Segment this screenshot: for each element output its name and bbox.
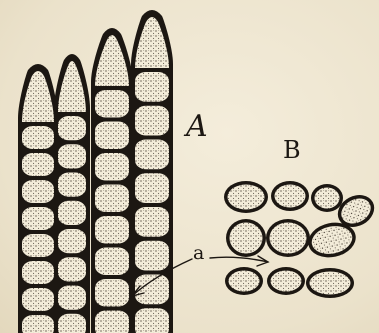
cell-stipple bbox=[275, 185, 306, 208]
filament-cell-stipple bbox=[22, 180, 54, 203]
panel-a-label: A bbox=[186, 112, 208, 142]
filament-cell-stipple bbox=[22, 153, 54, 176]
filament-cell-stipple bbox=[22, 288, 54, 311]
filament-cell-stipple bbox=[135, 308, 169, 333]
filament-cell-stipple bbox=[58, 286, 86, 310]
cell-stipple bbox=[228, 185, 265, 210]
panel-b-label: B bbox=[283, 138, 301, 162]
filament-cell-stipple bbox=[95, 279, 129, 307]
filament-cell-stipple bbox=[135, 241, 169, 271]
cluster-row bbox=[226, 218, 359, 261]
filament bbox=[18, 64, 58, 333]
filament-cell-stipple bbox=[58, 201, 86, 225]
cluster-cell bbox=[224, 181, 268, 213]
pointer-label: a bbox=[193, 244, 204, 263]
filament bbox=[131, 10, 173, 333]
filament-cell-stipple bbox=[58, 116, 86, 140]
filament-cell-stipple bbox=[22, 315, 54, 333]
filament-cell-stipple bbox=[22, 207, 54, 230]
filament-cell-stipple bbox=[95, 185, 129, 213]
filament-cell-stipple bbox=[95, 153, 129, 181]
cluster-row bbox=[225, 267, 354, 298]
cell-stipple bbox=[310, 272, 351, 295]
filament-cell-stipple bbox=[135, 207, 169, 237]
filament-cell-stipple bbox=[58, 144, 86, 168]
filament-cell-stipple bbox=[22, 234, 54, 257]
filament-cell-stipple bbox=[58, 314, 86, 333]
cluster-cell bbox=[306, 268, 354, 298]
filament-cell-stipple bbox=[58, 257, 86, 281]
cell-stipple bbox=[270, 223, 307, 254]
cell-stipple bbox=[271, 271, 302, 292]
filament-cell-stipple bbox=[95, 311, 129, 333]
cluster-cell bbox=[266, 219, 310, 257]
cell-stipple bbox=[229, 271, 260, 292]
filament-cell-stipple bbox=[135, 72, 169, 102]
pointer-arrow-right bbox=[210, 257, 268, 262]
cell-stipple bbox=[230, 223, 263, 254]
filament-cell-stipple bbox=[135, 140, 169, 170]
panel-b-cell-cluster bbox=[224, 181, 379, 298]
filament-cell-stipple bbox=[22, 261, 54, 284]
filament bbox=[91, 28, 133, 333]
filament bbox=[54, 54, 90, 333]
cell-stipple bbox=[315, 188, 340, 209]
filament-cell-stipple bbox=[95, 248, 129, 276]
cluster-cell bbox=[311, 184, 343, 212]
cluster-cell bbox=[271, 181, 309, 211]
filament-cell-stipple bbox=[95, 90, 129, 118]
filament-cell-stipple bbox=[135, 173, 169, 203]
panel-a-filaments bbox=[18, 10, 173, 333]
cluster-cell bbox=[226, 219, 266, 257]
filament-cell-stipple bbox=[58, 173, 86, 197]
filament-cell-stipple bbox=[95, 216, 129, 244]
filament-cell-stipple bbox=[58, 229, 86, 253]
cluster-cell bbox=[225, 267, 263, 295]
filament-cell-stipple bbox=[135, 106, 169, 136]
filament-cell-stipple bbox=[22, 126, 54, 149]
filament-cell-stipple bbox=[95, 122, 129, 150]
cluster-cell bbox=[267, 267, 305, 295]
